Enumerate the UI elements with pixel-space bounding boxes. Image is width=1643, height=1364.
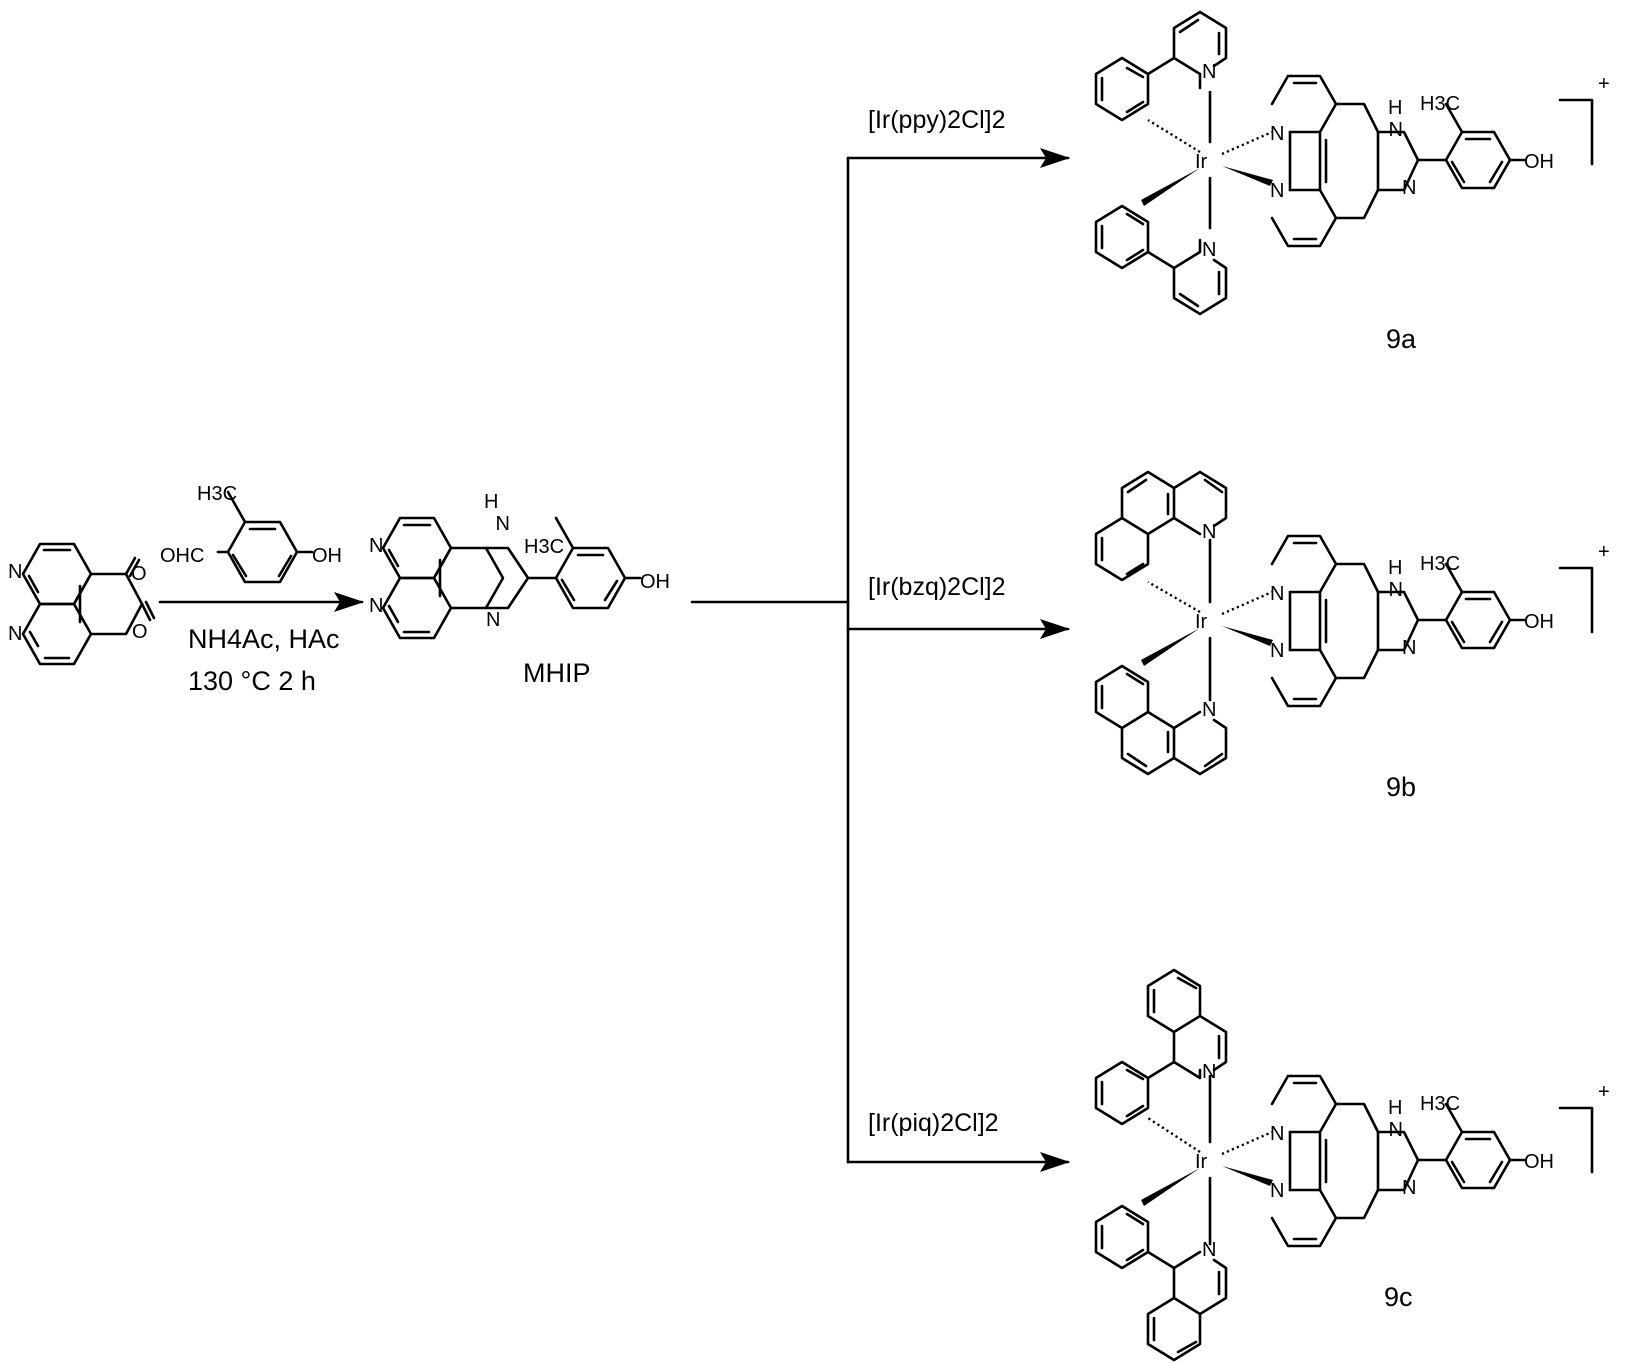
methyl-label: H3C [1420, 93, 1460, 115]
atom-n-label: N [1402, 177, 1416, 199]
methyl-label: H3C [197, 483, 237, 505]
complex-9a-labels: N Ir N N N NH N H3C OH + 9a [1195, 61, 1610, 354]
mhip-structure: N N NH N H3C OH [369, 491, 670, 640]
formyl-label: OHC [160, 545, 204, 567]
atom-n-label: N [1402, 1177, 1416, 1199]
complex-9a-structure [1094, 10, 1594, 316]
atom-n-label: N [1270, 123, 1284, 145]
imidazole-nh-label: NH [484, 491, 510, 535]
atom-o-label: O [132, 621, 148, 643]
hydroxyl-label: OH [312, 545, 342, 567]
atom-n-label: N [486, 609, 500, 631]
complex-9c-structure [1094, 968, 1594, 1362]
imidazole-nh-label: NH [1388, 1097, 1403, 1141]
atom-n-label: N [1270, 583, 1284, 605]
complex-9b-structure [1094, 470, 1594, 776]
hydroxyl-label: OH [1524, 151, 1554, 173]
hydroxyl-label: OH [640, 571, 670, 593]
atom-o-label: O [131, 563, 147, 585]
atom-n-label: N [369, 535, 383, 557]
iridium-label: Ir [1195, 611, 1208, 633]
atom-n-label: N [1202, 1239, 1216, 1261]
methyl-label: H3C [1420, 1093, 1460, 1115]
atom-n-label: N [8, 623, 22, 645]
atom-n-label: N [1270, 1123, 1284, 1145]
charge-label: + [1598, 1081, 1610, 1103]
charge-label: + [1598, 73, 1610, 95]
conditions-temperature-time: 130 °C 2 h [188, 666, 316, 696]
reagent-label-piq: [Ir(piq)2Cl]2 [868, 1109, 999, 1137]
reagent-label-bzq: [Ir(bzq)2Cl]2 [868, 573, 1006, 601]
atom-n-label: N [1270, 180, 1284, 202]
aldehyde-reagent-structure: H3C OHC OH [160, 483, 342, 584]
hydroxyl-label: OH [1524, 1151, 1554, 1173]
product-label-9c: 9c [1384, 1282, 1413, 1312]
methyl-label: H3C [1420, 553, 1460, 575]
product-label-9b: 9b [1386, 772, 1416, 802]
iridium-label: Ir [1195, 151, 1208, 173]
charge-label: + [1598, 541, 1610, 563]
reagent-label-ppy: [Ir(ppy)2Cl]2 [868, 106, 1006, 134]
complex-9c-labels: N Ir N N N NH N H3C OH + 9c [1195, 1061, 1610, 1312]
methyl-label: H3C [524, 536, 564, 558]
atom-n-label: N [1202, 1061, 1216, 1083]
intermediate-name: MHIP [523, 658, 591, 688]
branch-arrows [690, 148, 1070, 1172]
hydroxyl-label: OH [1524, 611, 1554, 633]
product-label-9a: 9a [1386, 324, 1417, 354]
atom-n-label: N [1202, 521, 1216, 543]
iridium-label: Ir [1195, 1151, 1208, 1173]
complex-9b-labels: N Ir N N N NH N H3C OH + 9b [1195, 521, 1610, 802]
imidazole-nh-label: NH [1388, 557, 1403, 601]
imidazole-nh-label: NH [1388, 97, 1403, 141]
atom-n-label: N [369, 595, 383, 617]
atom-n-label: N [1270, 1180, 1284, 1202]
conditions-reagents: NH4Ac, HAc [188, 624, 340, 654]
phenanthroline-dione-structure: N N O O [8, 542, 156, 666]
atom-n-label: N [1202, 239, 1216, 261]
atom-n-label: N [1202, 61, 1216, 83]
atom-n-label: N [8, 561, 22, 583]
atom-n-label: N [1402, 637, 1416, 659]
atom-n-label: N [1202, 699, 1216, 721]
atom-n-label: N [1270, 640, 1284, 662]
